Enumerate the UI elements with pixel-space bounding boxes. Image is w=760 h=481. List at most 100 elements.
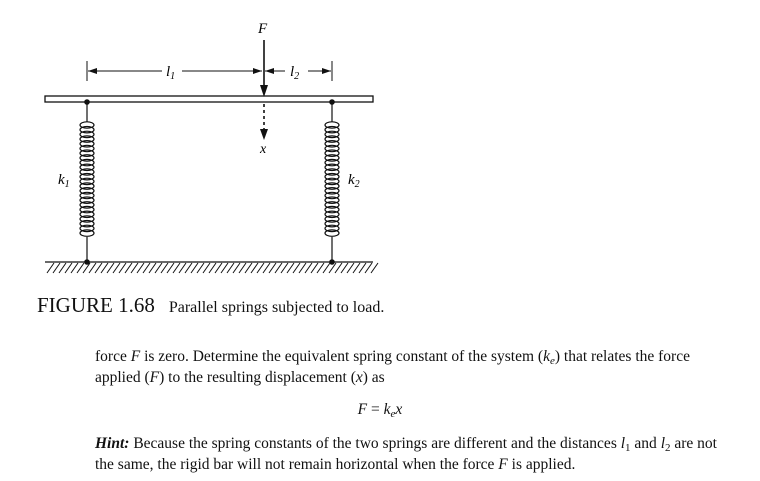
ground-hatch-line xyxy=(244,262,253,274)
spring-coil xyxy=(79,177,95,186)
spring-coil xyxy=(324,163,340,172)
rigid-bar xyxy=(44,95,374,103)
ground-hatch-line xyxy=(118,262,127,274)
spring-coil xyxy=(79,224,95,233)
ground-hatch-line xyxy=(316,262,325,274)
ground-hatch-line xyxy=(304,262,313,274)
ground-hatch-line xyxy=(46,262,55,274)
right-spring xyxy=(324,102,340,262)
spring-coil xyxy=(324,205,340,214)
ground-hatch-line xyxy=(184,262,193,274)
spring-coil xyxy=(79,163,95,172)
k1-label: k1 xyxy=(58,172,70,190)
ground-hatch-line xyxy=(100,262,109,274)
ground-hatch-line xyxy=(238,262,247,274)
spring-coil xyxy=(324,177,340,186)
spring-coil xyxy=(79,154,95,162)
ground-hatch-line xyxy=(70,262,79,274)
spring-coil xyxy=(79,140,95,148)
ground-hatch-line xyxy=(268,262,277,274)
figure-number: FIGURE 1.68 xyxy=(37,293,155,317)
spring-coil xyxy=(324,140,340,148)
ground-hatch-line xyxy=(112,262,121,274)
spring-coil xyxy=(324,191,340,200)
ground-hatch-line xyxy=(250,262,259,274)
ground-hatch-line xyxy=(256,262,265,274)
ground-hatch-line xyxy=(340,262,349,274)
spring-coil xyxy=(324,158,340,167)
spring-coil xyxy=(324,168,340,176)
force-label: F xyxy=(257,21,268,37)
spring-system-figure: F l1 l2 x k1 k2 xyxy=(44,21,379,274)
spring-coil xyxy=(79,219,95,228)
dimension-lines xyxy=(86,61,333,81)
ground-hatch-line xyxy=(202,262,211,274)
spring-coil xyxy=(79,187,95,195)
ground-hatch-line xyxy=(94,262,103,274)
ground-hatch-line xyxy=(214,262,223,274)
ground-hatch-line xyxy=(148,262,157,274)
problem-paragraph: force F is zero. Determine the equivalen… xyxy=(95,348,690,386)
ground-hatch-line xyxy=(130,262,139,274)
ground-hatch-line xyxy=(64,262,73,274)
l1-label: l1 xyxy=(166,64,175,82)
spring-coil xyxy=(79,130,95,139)
spring-coil xyxy=(324,121,340,129)
spring-coil xyxy=(79,121,95,129)
x-label: x xyxy=(259,142,267,157)
spring-coil xyxy=(79,196,95,205)
ground-hatch-line xyxy=(262,262,271,274)
ground-hatch-line xyxy=(358,262,367,274)
l2-label: l2 xyxy=(290,64,299,82)
spring-coil xyxy=(324,210,340,219)
ground-hatch-line xyxy=(52,262,61,274)
spring-coil xyxy=(324,224,340,233)
ground-hatch-line xyxy=(58,262,67,274)
figure-caption-text: Parallel springs subjected to load. xyxy=(168,299,385,316)
spring-coil xyxy=(79,215,95,223)
spring-coil xyxy=(324,187,340,195)
ground-hatch-line xyxy=(190,262,199,274)
ground-hatch-line xyxy=(226,262,235,274)
ground-hatch-line xyxy=(160,262,169,274)
ground-hatch-line xyxy=(88,262,97,274)
ground-hatch-line xyxy=(334,262,343,274)
spring-coil xyxy=(324,219,340,228)
left-spring xyxy=(79,102,95,262)
spring-coil xyxy=(324,182,340,190)
displacement-arrow xyxy=(260,104,268,140)
spring-coil xyxy=(79,201,95,209)
ground-hatch-line xyxy=(346,262,355,274)
spring-coil xyxy=(79,168,95,176)
ground-hatch-line xyxy=(364,262,373,274)
spring-coil xyxy=(79,229,95,237)
spring-coil xyxy=(324,196,340,205)
ground-hatch-line xyxy=(136,262,145,274)
ground-hatch-line xyxy=(298,262,307,274)
ground-hatch-line xyxy=(220,262,229,274)
ground xyxy=(45,261,379,274)
ground-hatch-line xyxy=(232,262,241,274)
spring-coil xyxy=(324,135,340,143)
ground-hatch-line xyxy=(106,262,115,274)
spring-coil xyxy=(79,172,95,181)
spring-coil xyxy=(79,158,95,167)
spring-coil xyxy=(79,205,95,214)
ground-hatch-line xyxy=(370,262,379,274)
spring-coil xyxy=(79,135,95,143)
ground-hatch-line xyxy=(274,262,283,274)
spring-coil xyxy=(324,149,340,158)
hint-paragraph: Hint: Because the spring constants of th… xyxy=(95,435,717,473)
ground-hatch-line xyxy=(196,262,205,274)
spring-coil xyxy=(79,125,95,134)
ground-hatch-line xyxy=(208,262,217,274)
spring-coil xyxy=(324,125,340,134)
hint-label: Hint: xyxy=(95,435,130,452)
ground-hatch-line xyxy=(124,262,133,274)
ground-hatch-line xyxy=(76,262,85,274)
spring-coil xyxy=(79,149,95,158)
equation: F = kex xyxy=(357,401,403,420)
ground-hatch-line xyxy=(172,262,181,274)
ground-hatch-line xyxy=(292,262,301,274)
ground-hatch-line xyxy=(166,262,175,274)
